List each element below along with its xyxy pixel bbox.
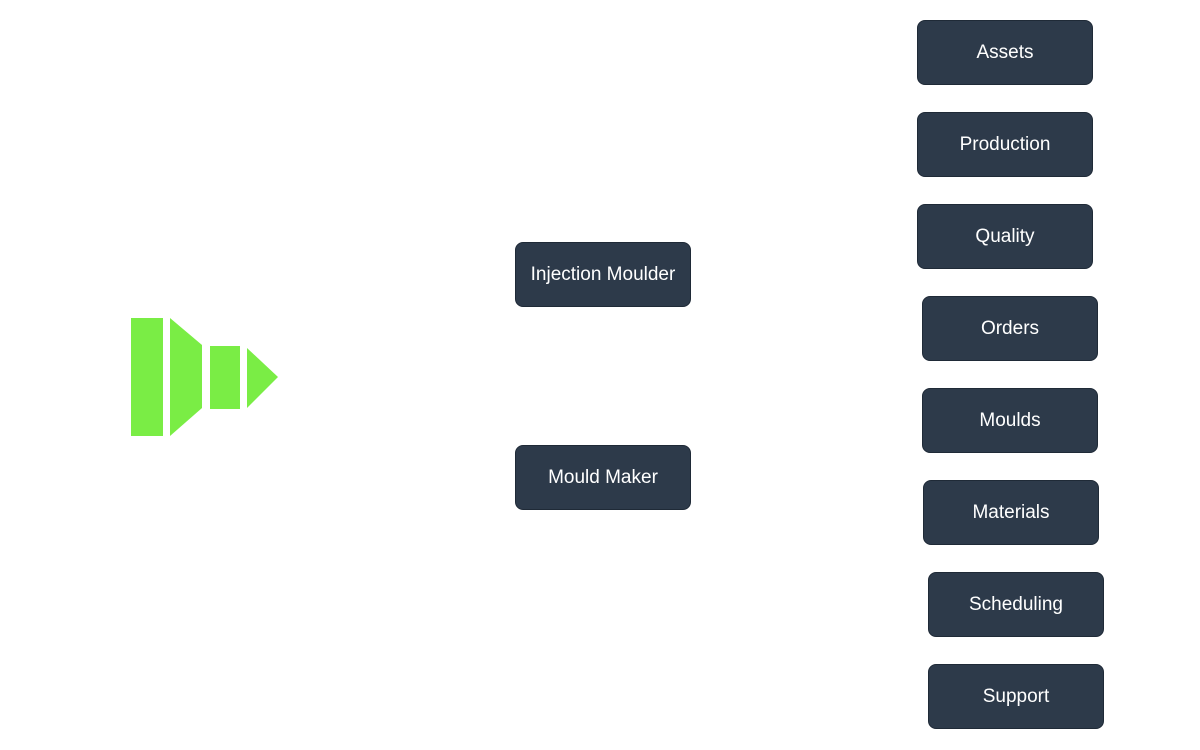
module-production[interactable]: Production [917, 112, 1093, 177]
logo-triangle [247, 348, 278, 408]
module-label: Quality [975, 225, 1035, 247]
module-label: Materials [972, 501, 1050, 523]
module-orders[interactable]: Orders [922, 296, 1098, 361]
module-support[interactable]: Support [928, 664, 1104, 729]
module-label: Support [982, 685, 1050, 707]
module-label: Orders [980, 317, 1040, 339]
module-scheduling[interactable]: Scheduling [928, 572, 1104, 637]
module-label: Production [959, 133, 1051, 155]
module-label: Scheduling [968, 593, 1064, 615]
forward-arrow-logo-icon [131, 318, 278, 436]
logo-trapezoid [170, 318, 202, 436]
logo-bar-large [131, 318, 163, 436]
module-label: Assets [976, 41, 1034, 63]
module-quality[interactable]: Quality [917, 204, 1093, 269]
module-moulds[interactable]: Moulds [922, 388, 1098, 453]
role-label: Injection Moulder [530, 263, 676, 285]
logo-bar-small [210, 346, 240, 409]
module-assets[interactable]: Assets [917, 20, 1093, 85]
module-materials[interactable]: Materials [923, 480, 1099, 545]
module-label: Moulds [979, 409, 1041, 431]
role-mould-maker[interactable]: Mould Maker [515, 445, 691, 510]
role-injection-moulder[interactable]: Injection Moulder [515, 242, 691, 307]
role-label: Mould Maker [548, 466, 658, 488]
